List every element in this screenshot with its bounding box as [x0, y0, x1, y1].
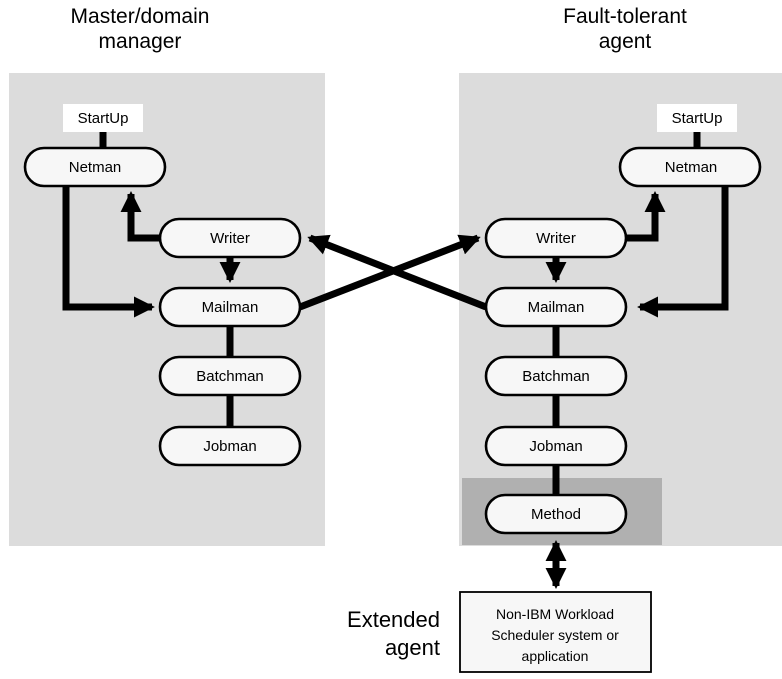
ft-mailman-label: Mailman [528, 299, 585, 316]
extended-agent-title-line2: agent [385, 635, 440, 660]
ft-node-writer[interactable]: Writer [484, 217, 628, 259]
conn-ft-netman-to-mailman [637, 180, 729, 318]
external-box-line2: Scheduler system or [491, 627, 619, 643]
external-box-line1: Non-IBM Workload [496, 606, 614, 622]
master-panel: StartUp Netman Writer Mailman Batchman J [23, 104, 302, 467]
master-batchman-label: Batchman [196, 368, 264, 385]
external-box-rect[interactable] [459, 591, 652, 673]
master-writer-pill[interactable] [158, 217, 302, 259]
ft-writer-pill[interactable] [484, 217, 628, 259]
conn-master-netman-to-mailman [62, 180, 155, 318]
ft-startup-label: StartUp [672, 110, 723, 127]
ft-batchman-label: Batchman [522, 368, 590, 385]
master-panel-title-line2: manager [99, 30, 182, 53]
external-box-line3: application [522, 648, 589, 664]
master-node-jobman[interactable]: Jobman [158, 425, 302, 467]
ft-node-netman[interactable]: Netman [618, 146, 762, 188]
external-system-box[interactable]: Non-IBM Workload Scheduler system or app… [459, 591, 652, 673]
master-node-netman[interactable]: Netman [23, 146, 167, 188]
ft-method-label: Method [531, 506, 581, 523]
master-jobman-pill[interactable] [158, 425, 302, 467]
master-jobman-label: Jobman [203, 438, 256, 455]
ft-panel: StartUp Netman Writer Mailman Batchman J [484, 104, 762, 535]
master-node-mailman[interactable]: Mailman [158, 286, 302, 328]
ft-batchman-pill[interactable] [484, 355, 628, 397]
master-netman-label: Netman [69, 159, 122, 176]
ft-panel-title-line2: agent [599, 30, 652, 53]
ft-node-jobman[interactable]: Jobman [484, 425, 628, 467]
master-batchman-pill[interactable] [158, 355, 302, 397]
ft-mailman-pill[interactable] [484, 286, 628, 328]
ft-node-method[interactable]: Method [484, 493, 628, 535]
ft-startup-box[interactable] [657, 104, 737, 132]
ft-node-batchman[interactable]: Batchman [484, 355, 628, 397]
master-startup-node[interactable]: StartUp [63, 104, 143, 132]
ft-panel-title-line1: Fault-tolerant [563, 5, 687, 28]
ft-netman-pill[interactable] [618, 146, 762, 188]
master-startup-label: StartUp [78, 110, 129, 127]
ft-method-pill[interactable] [484, 493, 628, 535]
conn-ft-mailman-to-master-writer [307, 234, 488, 311]
master-writer-label: Writer [210, 230, 250, 247]
master-node-writer[interactable]: Writer [158, 217, 302, 259]
ft-netman-label: Netman [665, 159, 718, 176]
ft-writer-label: Writer [536, 230, 576, 247]
cross-panel-connections [298, 234, 488, 311]
conn-ft-writer-to-netman [623, 191, 666, 242]
ft-jobman-label: Jobman [529, 438, 582, 455]
ft-node-mailman[interactable]: Mailman [484, 286, 628, 328]
master-netman-pill[interactable] [23, 146, 167, 188]
extended-agent-title-line1: Extended [347, 607, 440, 632]
conn-master-writer-to-netman [120, 191, 163, 242]
master-node-batchman[interactable]: Batchman [158, 355, 302, 397]
master-mailman-label: Mailman [202, 299, 259, 316]
ft-startup-node[interactable]: StartUp [657, 104, 737, 132]
master-mailman-pill[interactable] [158, 286, 302, 328]
ft-jobman-pill[interactable] [484, 425, 628, 467]
master-startup-box[interactable] [63, 104, 143, 132]
master-panel-title-line1: Master/domain [71, 5, 210, 28]
